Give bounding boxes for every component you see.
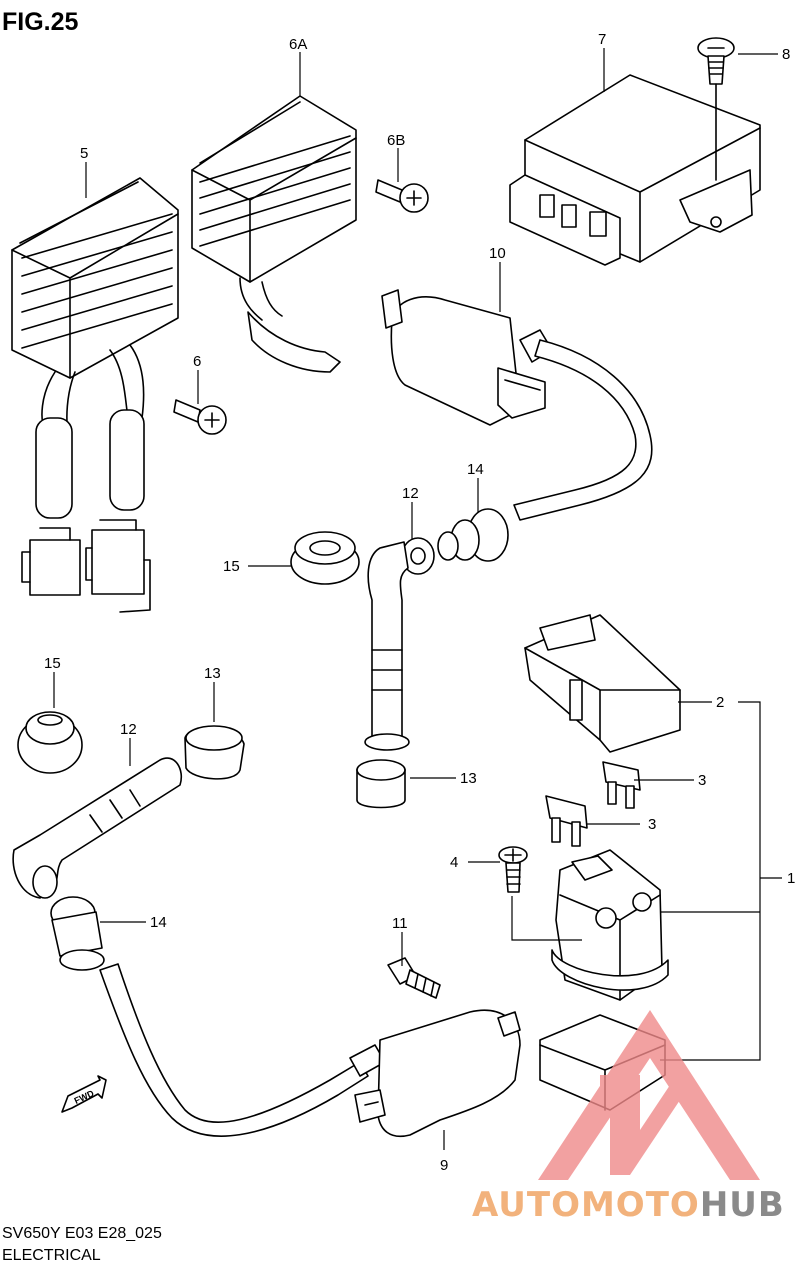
- part-14-plug-cap-lower: [50, 896, 105, 971]
- part-3-fuse-upper: [602, 761, 641, 809]
- callout-10: 10: [489, 245, 506, 262]
- part-5-regulator: [11, 177, 179, 613]
- part-10-ignition-coil: [381, 289, 653, 521]
- callout-7: 7: [598, 31, 606, 48]
- part-12-plug-boot-lower: [12, 757, 182, 899]
- callout-3-lower: 3: [648, 816, 656, 833]
- part-13-cap-lower: [184, 725, 245, 780]
- part-3-fuse-lower: [545, 795, 588, 847]
- footer-section-name: ELECTRICAL: [2, 1247, 101, 1264]
- callout-9: 9: [440, 1157, 448, 1174]
- callout-15-upper: 15: [223, 558, 240, 575]
- callout-4: 4: [450, 854, 458, 871]
- callout-2: 2: [716, 694, 724, 711]
- callout-13-lower: 13: [204, 665, 221, 682]
- part-6a-regulator: [191, 95, 357, 373]
- part-7-ignitor-unit: [509, 74, 761, 266]
- part-11-screw: [387, 957, 441, 999]
- callout-1: 1: [787, 870, 795, 887]
- watermark-logo: [538, 1010, 760, 1180]
- callout-11: 11: [392, 915, 408, 932]
- part-4-screw: [498, 846, 528, 893]
- fwd-direction-arrow: FWD: [61, 1075, 107, 1113]
- figure-title: FIG.25: [2, 8, 79, 36]
- part-15-grommet-upper: [290, 531, 360, 585]
- callout-5: 5: [80, 145, 88, 162]
- part-14-plug-cap-upper: [437, 508, 509, 562]
- callout-12-lower: 12: [120, 721, 137, 738]
- part-12-plug-boot-upper: [364, 537, 435, 751]
- callout-14-upper: 14: [467, 461, 484, 478]
- watermark-text-right: HUB: [700, 1185, 785, 1225]
- part-6-screw: [173, 399, 227, 435]
- part-6b-screw: [375, 179, 429, 213]
- watermark-text: AUTOMOTOHUB: [472, 1185, 785, 1225]
- callout-6: 6: [193, 353, 201, 370]
- callout-8: 8: [782, 46, 790, 63]
- part-13-cap-center: [356, 759, 406, 809]
- watermark-text-left: AUTOMOTO: [472, 1185, 700, 1225]
- part-15-grommet-lower: [17, 711, 83, 774]
- callout-14-lower: 14: [150, 914, 167, 931]
- callout-3-upper: 3: [698, 772, 706, 789]
- callout-6a: 6A: [289, 36, 307, 53]
- part-8-screw: [697, 37, 735, 181]
- part-2-relay-cover: [524, 614, 681, 753]
- callout-labels: 7 8 6A 6B 5 6 10 14 12 15 13 15 13 12 14…: [44, 31, 795, 1174]
- callout-13-center: 13: [460, 770, 477, 787]
- part-1-starter-relay: [551, 849, 669, 1001]
- callout-15-lower: 15: [44, 655, 61, 672]
- leader-lines: [53, 48, 782, 1150]
- callout-12-upper: 12: [402, 485, 419, 502]
- footer-model-code: SV650Y E03 E28_025: [2, 1225, 162, 1242]
- part-9-ignition-coil: [99, 963, 521, 1137]
- callout-6b: 6B: [387, 132, 405, 149]
